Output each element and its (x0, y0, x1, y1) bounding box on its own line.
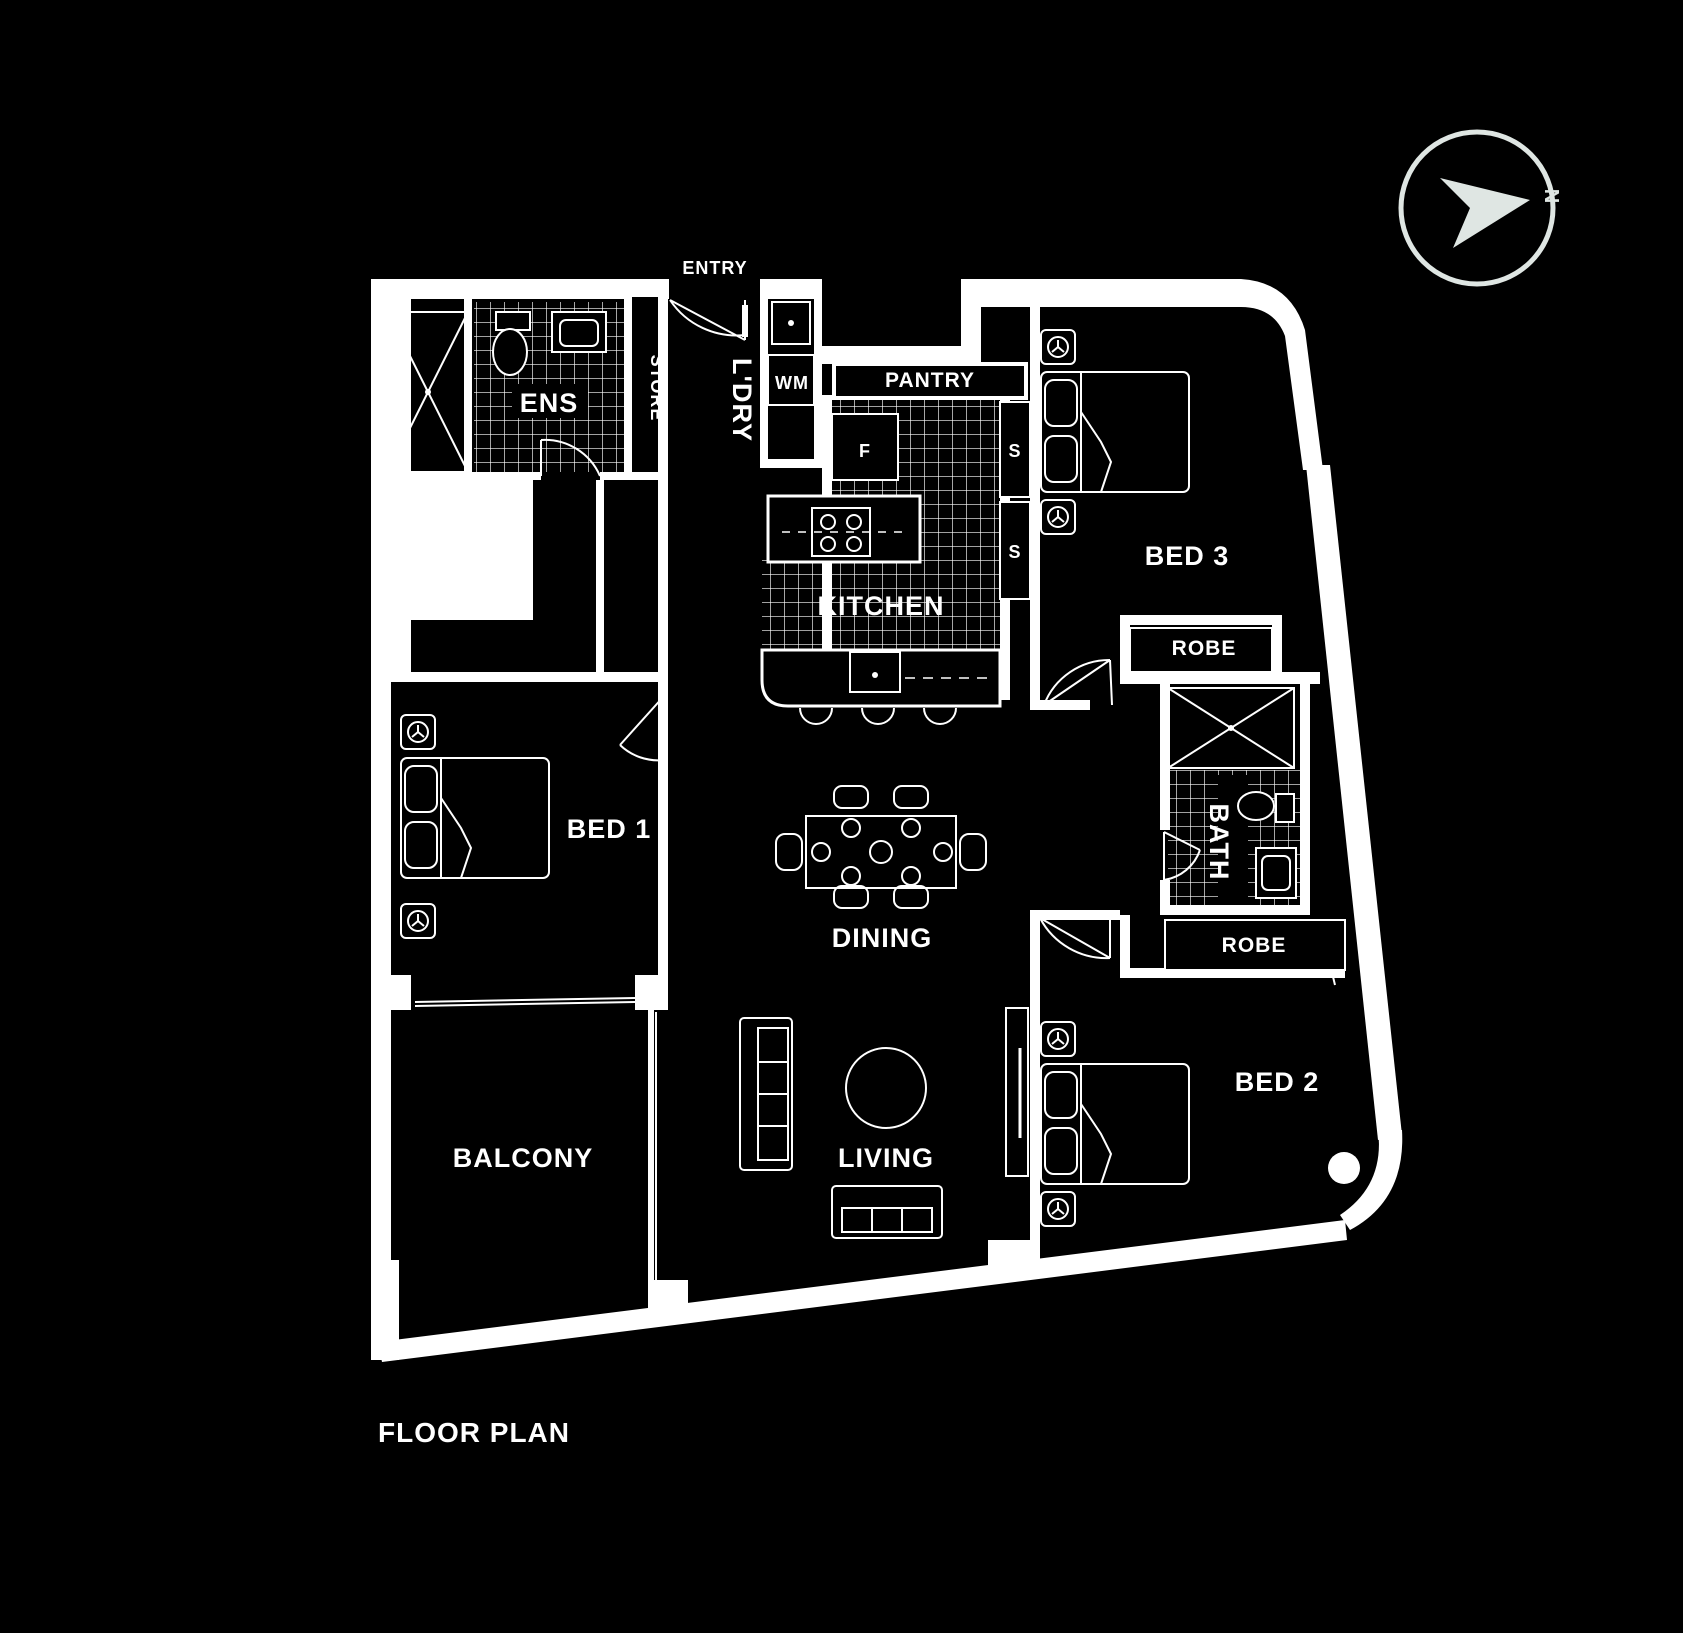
label-kitchen: KITCHEN (818, 591, 945, 621)
label-bath: BATH (1204, 804, 1234, 881)
label-robe-2: ROBE (1222, 934, 1287, 957)
label-balcony: BALCONY (453, 1143, 594, 1173)
walls (371, 279, 1403, 1362)
label-ensuite: ENS (520, 388, 579, 418)
label-bed-2: BED 2 (1235, 1067, 1320, 1097)
label-living: LIVING (838, 1143, 934, 1173)
doors-and-windows (414, 299, 1336, 1280)
label-pantry: PANTRY (885, 369, 975, 392)
label-dining: DINING (832, 923, 933, 953)
label-robe-1: ROBE (1172, 637, 1237, 660)
label-walk-in-robe: WIR (474, 563, 529, 593)
floor-plan-caption: FLOOR PLAN (378, 1417, 570, 1448)
label-bed-1: BED 1 (567, 814, 652, 844)
room-labels: ENTRY ENS STORE L'DRY WM PANTRY F S S KI… (453, 258, 1320, 1173)
label-store: STORE (647, 355, 667, 422)
label-storage-1: S (1008, 441, 1021, 461)
label-fridge: F (859, 441, 871, 461)
label-entry: ENTRY (682, 258, 747, 278)
label-bed-3: BED 3 (1145, 541, 1230, 571)
label-storage-2: S (1008, 542, 1021, 562)
fixtures (387, 297, 1360, 1239)
label-laundry: L'DRY (727, 358, 757, 442)
label-washing-machine: WM (775, 373, 809, 393)
north-compass-icon: N (1398, 129, 1562, 287)
compass-north-label: N (1540, 189, 1562, 203)
